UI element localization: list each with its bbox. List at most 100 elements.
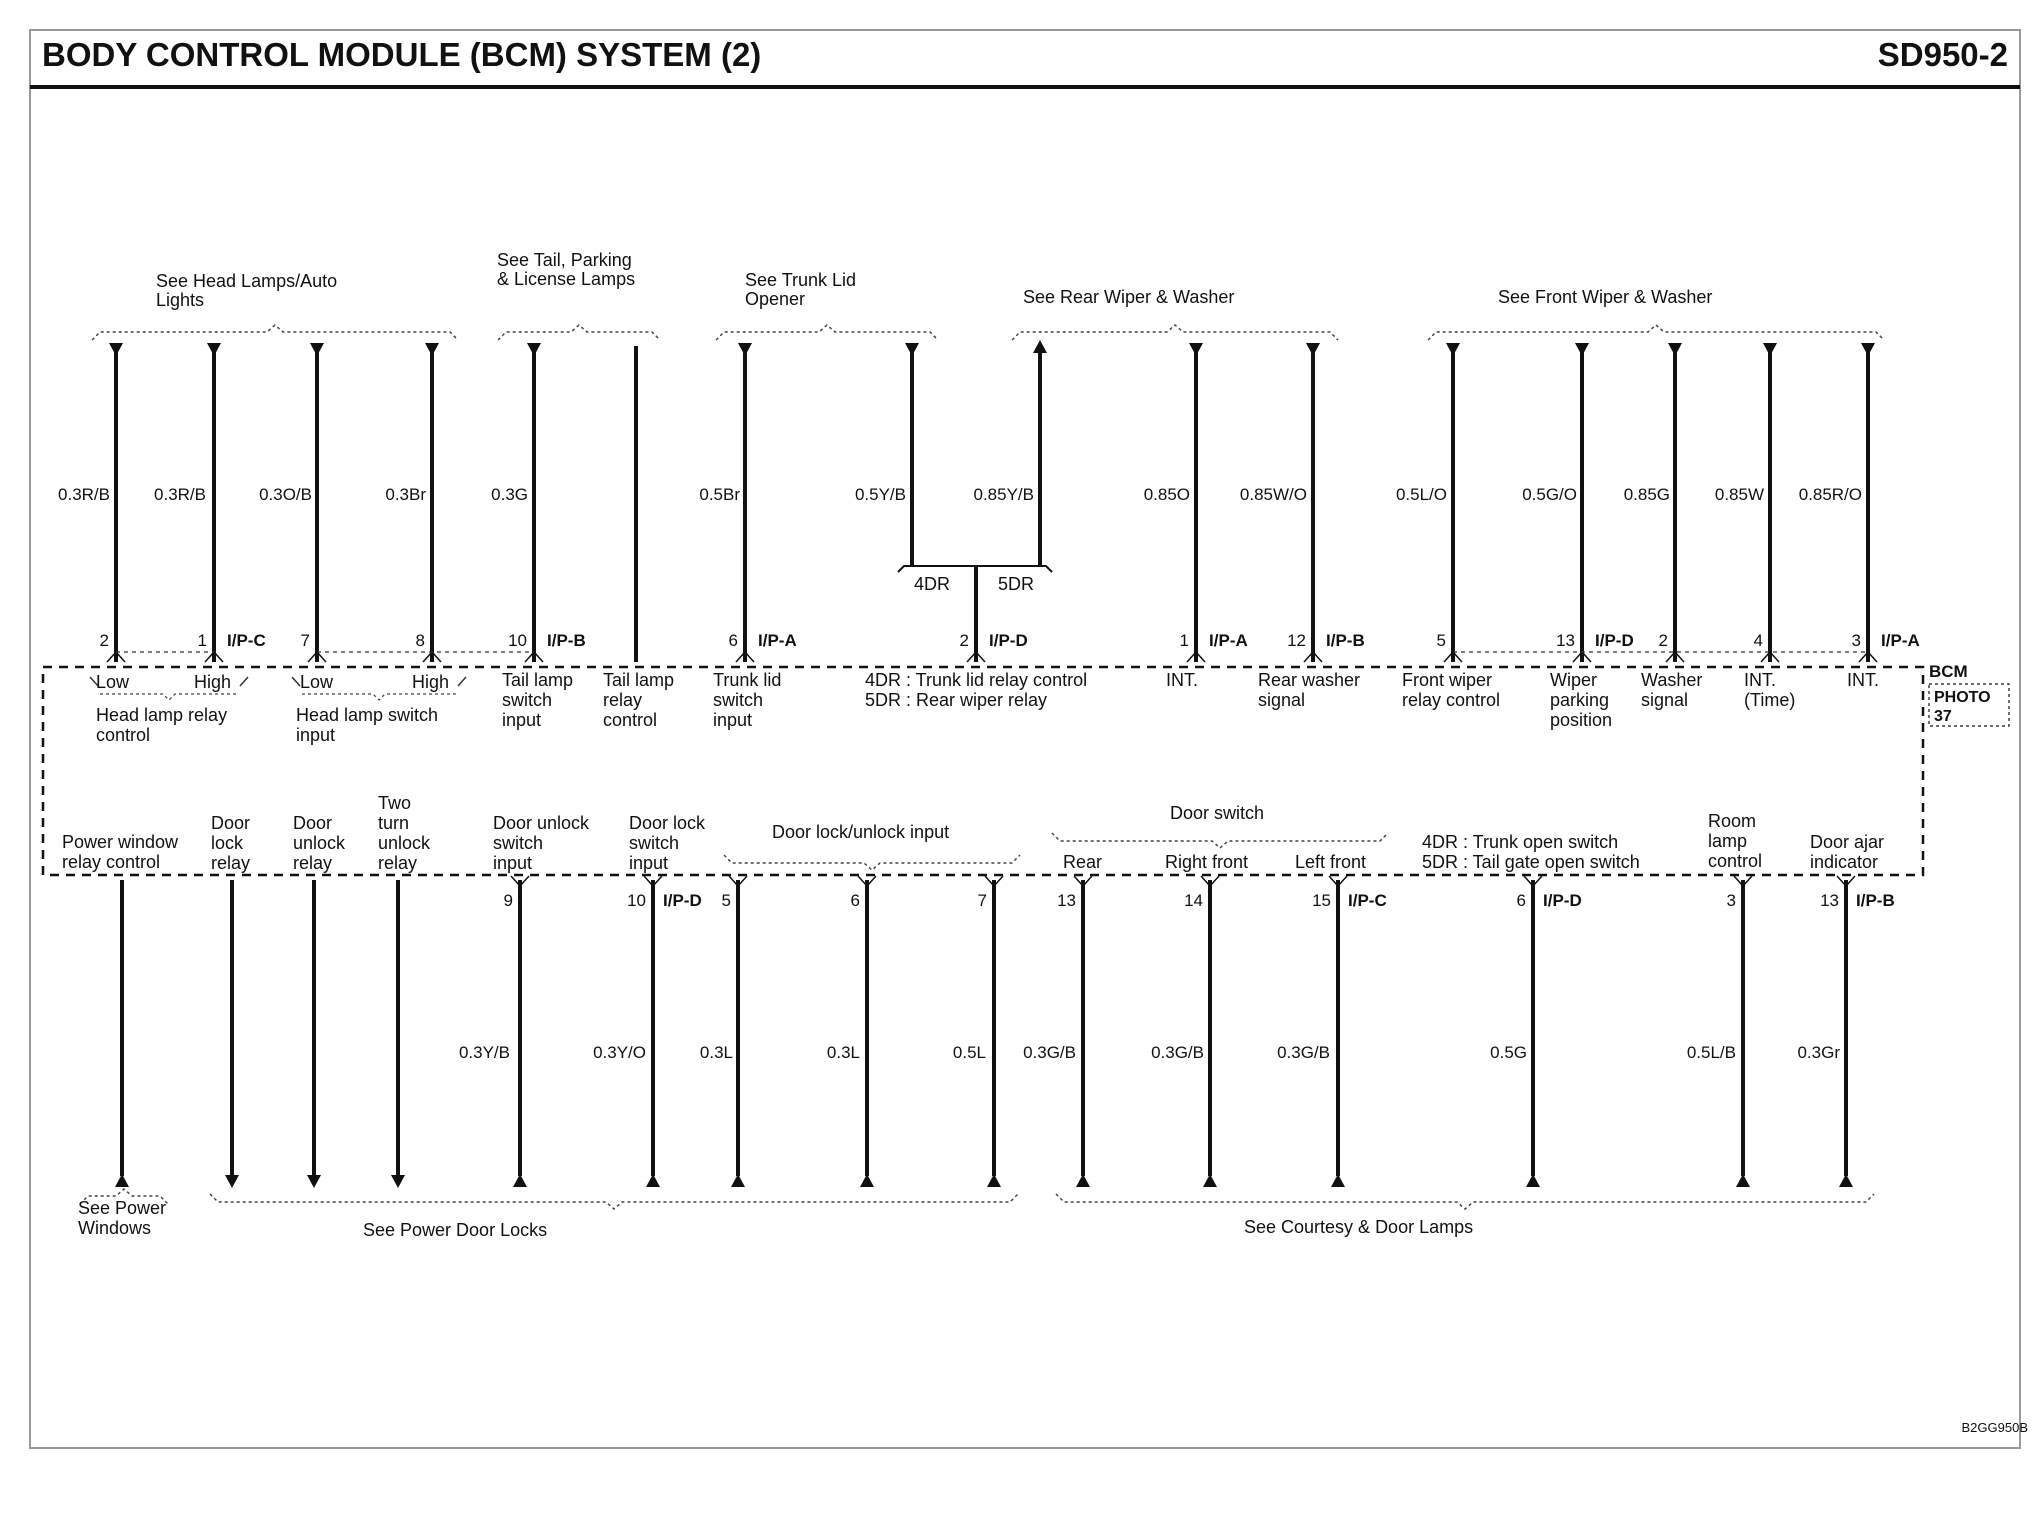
wire-spec-label: 0.3R/B [58, 485, 110, 504]
pin-number: 13 [1820, 891, 1839, 910]
wire-spec-label: 0.85W/O [1240, 485, 1307, 504]
top-function-label: 4DR : Trunk lid relay control [865, 670, 1087, 690]
pin-number: 2 [100, 631, 109, 650]
wire-spec-label: 0.3O/B [259, 485, 312, 504]
top-function-label: Head lamp relay [96, 705, 227, 725]
bottom-function-label: Room [1708, 811, 1756, 831]
arrow-up-icon [1736, 1174, 1750, 1187]
wire-spec-label: 0.5Br [699, 485, 740, 504]
bottom-function-label: Two [378, 793, 411, 813]
photo-label: PHOTO [1934, 689, 1991, 706]
top-function-label: (Time) [1744, 690, 1795, 710]
door-lock-input-brace [723, 854, 1021, 871]
connector-label: I/P-B [1856, 891, 1895, 910]
wire-spec-label: 0.3G/B [1277, 1043, 1330, 1062]
bottom-function-label: relay control [62, 852, 160, 872]
pin-number: 9 [504, 891, 513, 910]
arrow-down-icon [1189, 343, 1203, 356]
top-ref-label: Opener [745, 289, 805, 309]
wire-spec-label: 0.5G [1490, 1043, 1527, 1062]
bottom-function-label: Right front [1165, 852, 1248, 872]
arrow-up-icon [1526, 1174, 1540, 1187]
bottom-function-label: lock [211, 833, 244, 853]
pin-number: 13 [1057, 891, 1076, 910]
page-title: BODY CONTROL MODULE (BCM) SYSTEM (2) [42, 36, 761, 73]
top-function-label: INT. [1744, 670, 1776, 690]
top-ref-brace [1011, 324, 1339, 341]
top-function-label: Head lamp switch [296, 705, 438, 725]
arrow-down-icon [1306, 343, 1320, 356]
arrow-down-icon [1763, 343, 1777, 356]
top-function-label: Wiper [1550, 670, 1597, 690]
pin-number: 3 [1727, 891, 1736, 910]
wire-spec-label: 0.3Gr [1797, 1043, 1840, 1062]
bottom-function-label: relay [378, 853, 417, 873]
variant-4dr-label: 4DR [914, 574, 950, 594]
bottom-function-label: unlock [378, 833, 431, 853]
pin-number: 3 [1852, 631, 1861, 650]
wire-spec-label: 0.5L/O [1396, 485, 1447, 504]
variant-5dr-label: 5DR [998, 574, 1034, 594]
bottom-ref-label: See Power Door Locks [363, 1220, 547, 1240]
arrow-down-icon [1575, 343, 1589, 356]
bottom-function-label: turn [378, 813, 409, 833]
connector-label: I/P-B [1326, 631, 1365, 650]
connector-terminal [1836, 875, 1856, 888]
bottom-function-label: input [493, 853, 532, 873]
arrow-down-icon [310, 343, 324, 356]
wire-spec-label: 0.3L [700, 1043, 733, 1062]
pin-number: 2 [960, 631, 969, 650]
wire-spec-label: 0.85R/O [1799, 485, 1862, 504]
connector-label: I/P-A [1209, 631, 1248, 650]
pin-number: 6 [729, 631, 738, 650]
wire-spec-label: 0.85Y/B [974, 485, 1035, 504]
connector-label: I/P-D [1595, 631, 1634, 650]
top-ref-label: See Head Lamps/Auto [156, 271, 337, 291]
door-switch-brace [1051, 832, 1389, 849]
bottom-function-label: indicator [1810, 852, 1878, 872]
connector-terminal [1328, 875, 1348, 888]
arrow-down-icon [391, 1175, 405, 1188]
top-function-label: relay [603, 690, 642, 710]
pin-number: 6 [1517, 891, 1526, 910]
bottom-function-label: Door [293, 813, 332, 833]
top-ref-label: See Rear Wiper & Washer [1023, 287, 1234, 307]
arrow-down-icon [738, 343, 752, 356]
pin-number: 7 [301, 631, 310, 650]
bottom-function-label: Door lock/unlock input [772, 822, 949, 842]
pin-number: 1 [198, 631, 207, 650]
top-function-label: Trunk lid [713, 670, 781, 690]
connector-label: I/P-C [227, 631, 266, 650]
top-function-label: input [296, 725, 335, 745]
pin-number: 1 [1180, 631, 1189, 650]
connector-label: I/P-A [758, 631, 797, 650]
connector-label: I/P-D [1543, 891, 1582, 910]
wire-spec-label: 0.5L [953, 1043, 986, 1062]
top-function-label: High [412, 672, 449, 692]
top-ref-brace [715, 324, 939, 341]
arrow-up-icon [115, 1174, 129, 1187]
connector-terminal [1760, 650, 1780, 663]
top-function-label: Low [96, 672, 130, 692]
wire-spec-label: 0.85G [1624, 485, 1670, 504]
connector-label: I/P-C [1348, 891, 1387, 910]
top-function-label: position [1550, 710, 1612, 730]
bottom-function-label: Rear [1063, 852, 1102, 872]
arrow-down-icon [425, 343, 439, 356]
top-function-label: signal [1641, 690, 1688, 710]
bottom-function-label: Door lock [629, 813, 706, 833]
top-function-label: relay control [1402, 690, 1500, 710]
wire-spec-label: 0.5L/B [1687, 1043, 1736, 1062]
wire-spec-label: 0.5Y/B [855, 485, 906, 504]
bottom-function-label: relay [211, 853, 250, 873]
top-function-label: input [713, 710, 752, 730]
pin-number: 15 [1312, 891, 1331, 910]
top-function-label: Rear washer [1258, 670, 1360, 690]
